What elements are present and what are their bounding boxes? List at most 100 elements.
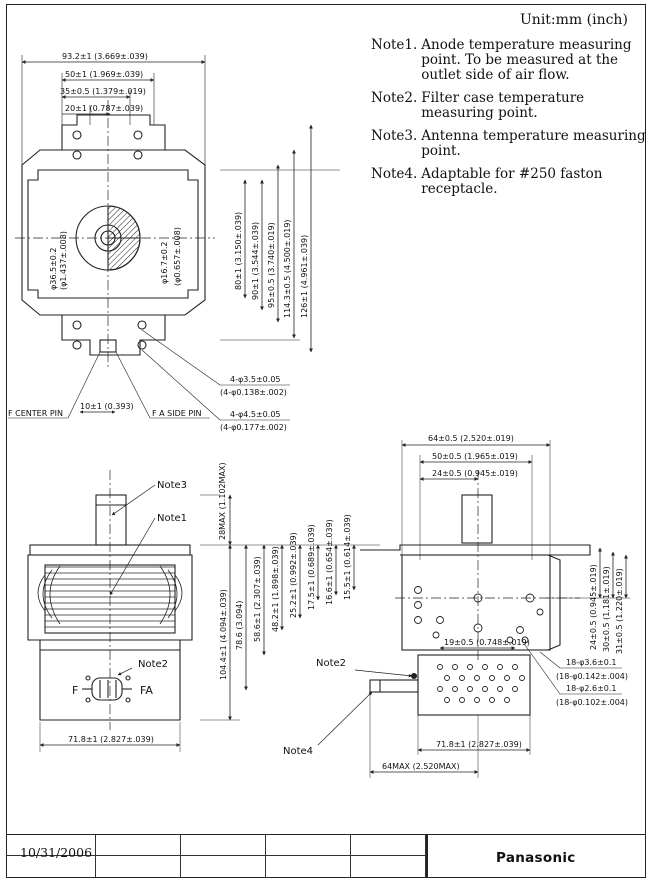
- dim-label: 10±1 (0.393): [80, 402, 134, 411]
- title-block-grid: [6, 835, 426, 877]
- rear-view-text: Note2 Note4 64±0.5 (2.520±.019) 50±0.5 (…: [283, 434, 628, 771]
- dim-label: 58.6±1 (2.307±.039): [253, 556, 262, 642]
- dim-label: 71.8±1 (2.827±.039): [68, 735, 154, 744]
- hole-callout: (4-φ0.177±.002): [220, 423, 287, 432]
- drawing-date: 10/31/2006: [20, 845, 93, 860]
- dim-label: (φ0.657±.008): [173, 227, 182, 286]
- dim-label: 25.2±1 (0.992±.039): [289, 532, 298, 618]
- dim-label: φ16.7±0.2: [160, 241, 169, 284]
- dim-label: 50±1 (1.969±.039): [65, 70, 143, 79]
- center-pin-label: F CENTER PIN: [8, 409, 63, 418]
- dim-label: 93.2±1 (3.669±.039): [62, 52, 148, 61]
- technical-drawing: 93.2±1 (3.669±.039) 50±1 (1.969±.039) 35…: [8, 52, 630, 778]
- dim-label: 95±0.5 (3.740±.019): [267, 222, 276, 308]
- rear-filter-box: [417, 654, 531, 716]
- mounting-hole-icon: [72, 320, 82, 330]
- note1-label: Note1: [157, 513, 187, 524]
- side-pin-label: F A SIDE PIN: [152, 409, 202, 418]
- dim-label: 80±1 (3.150±.039): [234, 212, 243, 290]
- faston-terminal: [369, 679, 419, 693]
- dim-label: 20±1 (0.787±.039): [65, 104, 143, 113]
- mounting-hole-icon: [137, 340, 147, 350]
- note2-label: Note2: [138, 659, 168, 670]
- note-3: Note3. Antenna temperature measuring poi…: [371, 129, 646, 159]
- note-label: Note2.: [371, 90, 418, 106]
- hole-callout: (4-φ0.138±.002): [220, 388, 287, 397]
- note-4: Note4. Adaptable for #250 faston recepta…: [371, 167, 646, 197]
- top-view: [8, 55, 340, 421]
- dim-label: 24±0.5 (0.945±.019): [432, 469, 518, 478]
- brand-divider: [426, 835, 428, 877]
- filter-box: [39, 650, 181, 721]
- title-row-divider: [6, 855, 426, 856]
- dim-label: 15.5±1 (0.614±.039): [343, 514, 352, 600]
- note-text: Anode temperature measuring point. To be…: [421, 37, 632, 83]
- note3-label: Note3: [157, 480, 187, 491]
- dim-label: 17.5±1 (0.689±.039): [307, 524, 316, 610]
- title-block: 10/31/2006 Panasonic: [6, 834, 646, 878]
- cathode-pins: [99, 339, 117, 353]
- note-label: Note4.: [371, 166, 418, 182]
- dim-label: 50±0.5 (1.965±.019): [432, 452, 518, 461]
- title-cell: [181, 835, 266, 877]
- rear-view: [317, 440, 630, 778]
- side-view: [27, 470, 380, 752]
- title-cell: [351, 835, 426, 877]
- dim-label: 114.3±0.5 (4.500±.019): [283, 219, 292, 318]
- note-2: Note2. Filter case temperature measuring…: [371, 91, 646, 121]
- lower-tab: [61, 315, 166, 356]
- hole-callout: 18-φ2.6±0.1: [566, 684, 617, 693]
- dim-label: 16.6±1 (0.654±.039): [325, 519, 334, 605]
- hole-callout: 4-φ3.5±0.05: [230, 375, 281, 384]
- dim-label: 24±0.5 (0.945±.019): [589, 564, 598, 650]
- mounting-hole-icon: [133, 130, 143, 140]
- dim-label: 126±1 (4.961±.039): [300, 235, 309, 318]
- upper-tab: [61, 114, 166, 150]
- note-1: Note1. Anode temperature measuring point…: [371, 38, 646, 83]
- dim-label: 30±0.5 (1.181±.019): [602, 566, 611, 652]
- notes-list: Note1. Anode temperature measuring point…: [371, 38, 646, 205]
- unit-label: Unit:mm (inch): [520, 12, 628, 28]
- dim-label: 28MAX (1.102MAX): [218, 462, 227, 540]
- body-inner-outline: [27, 169, 199, 299]
- hole-callout: 4-φ4.5±0.05: [230, 410, 281, 419]
- hole-callout: 18-φ3.6±0.1: [566, 658, 617, 667]
- rear-body: [401, 554, 551, 651]
- f-terminal-label: F: [72, 684, 78, 697]
- note-text: Filter case temperature measuring point.: [421, 90, 585, 121]
- fa-terminal-label: FA: [140, 684, 153, 697]
- dim-label: 64±0.5 (2.520±.019): [428, 434, 514, 443]
- title-cell: [96, 835, 181, 877]
- dim-label: 78.6 (3.094): [235, 601, 244, 651]
- brand-logo: Panasonic: [496, 850, 576, 866]
- rear-flange: [360, 544, 591, 556]
- dim-label: 35±0.5 (1.379±.019): [60, 87, 146, 96]
- rear-note2-label: Note2: [316, 658, 346, 669]
- dim-label: 31±0.5 (1.220±.019): [615, 568, 624, 654]
- rear-antenna: [461, 494, 493, 544]
- antenna-cap: [95, 494, 127, 546]
- note-text: Adaptable for #250 faston receptacle.: [421, 166, 603, 197]
- mounting-hole-icon: [72, 340, 82, 350]
- mounting-hole-icon: [137, 320, 147, 330]
- dim-label: 71.8±1 (2.827±.039): [436, 740, 522, 749]
- filter-terminal: [91, 677, 123, 701]
- mounting-hole-icon: [72, 130, 82, 140]
- date-cell: [6, 835, 96, 877]
- top-view-text: 93.2±1 (3.669±.039) 50±1 (1.969±.039) 35…: [8, 52, 309, 432]
- dim-label: 48.2±1 (1.898±.039): [271, 546, 280, 632]
- title-cell: [266, 835, 351, 877]
- dim-label: 90±1 (3.544±.039): [251, 222, 260, 300]
- note4-label: Note4: [283, 746, 313, 757]
- dim-label: 64MAX (2.520MAX): [382, 762, 460, 771]
- note-label: Note1.: [371, 37, 418, 53]
- mounting-hole-icon: [72, 150, 82, 160]
- magnetron-body: [21, 149, 206, 316]
- drawing-frame: [6, 4, 646, 878]
- dim-label: φ36.5±0.2: [49, 247, 58, 290]
- note-text: Antenna temperature measuring point.: [421, 128, 646, 159]
- note-label: Note3.: [371, 128, 418, 144]
- side-view-text: Note3 Note1 Note2 F FA 71.8±1 (2.827±.03…: [68, 462, 352, 744]
- mounting-hole-icon: [133, 150, 143, 160]
- dim-label: (φ1.437±.008): [59, 231, 68, 290]
